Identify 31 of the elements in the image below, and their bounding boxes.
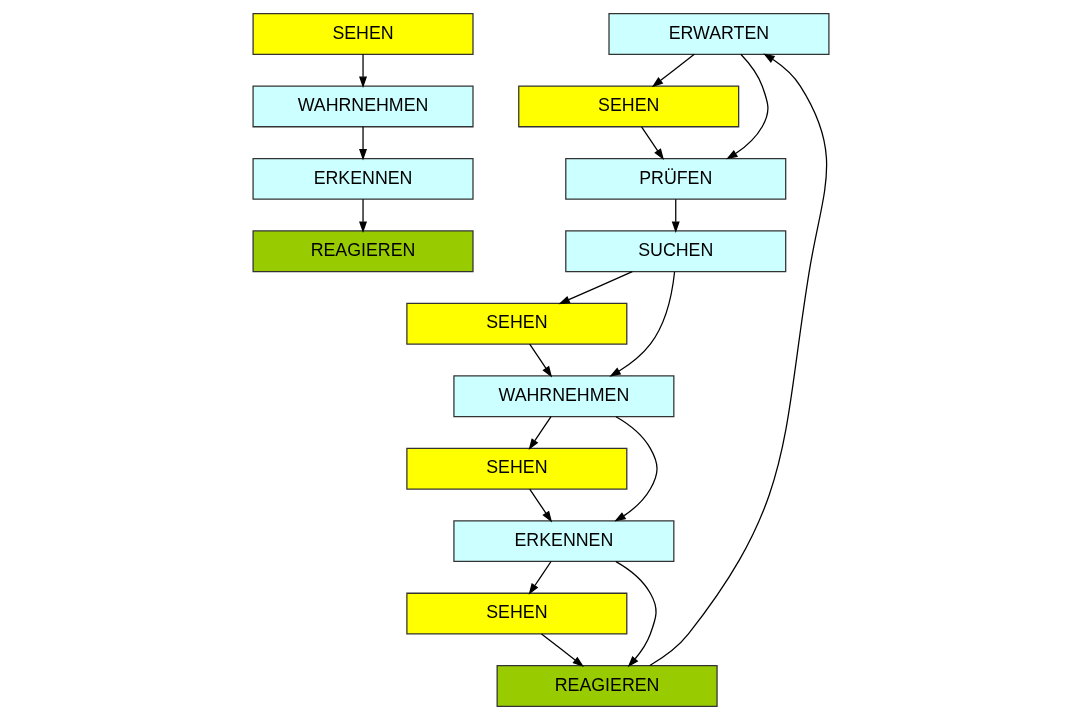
arrow [608,271,675,377]
node-box: ERKENNEN [452,520,674,563]
arrow [358,53,367,88]
arrow [671,198,680,233]
node-box: SEHEN [405,447,627,490]
arrow [557,271,633,305]
arrow [725,53,769,160]
arrow [528,488,552,523]
arrow [358,126,367,161]
node-box: WAHRNEHMEN [452,375,674,418]
node-box: SUCHEN [564,230,786,273]
node-box: ERWARTEN [607,12,830,55]
arrow [528,343,552,378]
node-box: SEHEN [405,302,627,345]
arrow [613,416,658,522]
node-box: SEHEN [405,592,627,635]
arrow [648,53,827,667]
node-box: SEHEN [517,85,739,128]
node-box: PRÜFEN [564,157,786,200]
arrow [540,633,584,667]
arrow [528,560,552,595]
node-box: REAGIEREN [496,665,718,708]
node-box: REAGIEREN [251,230,474,273]
arrow [358,198,367,233]
arrow [640,126,664,161]
arrow [614,561,657,668]
node-box: WAHRNEHMEN [251,85,474,128]
arrow [651,53,695,88]
arrow [528,415,552,450]
node-box: ERKENNEN [251,157,474,200]
node-box: SEHEN [251,12,474,55]
